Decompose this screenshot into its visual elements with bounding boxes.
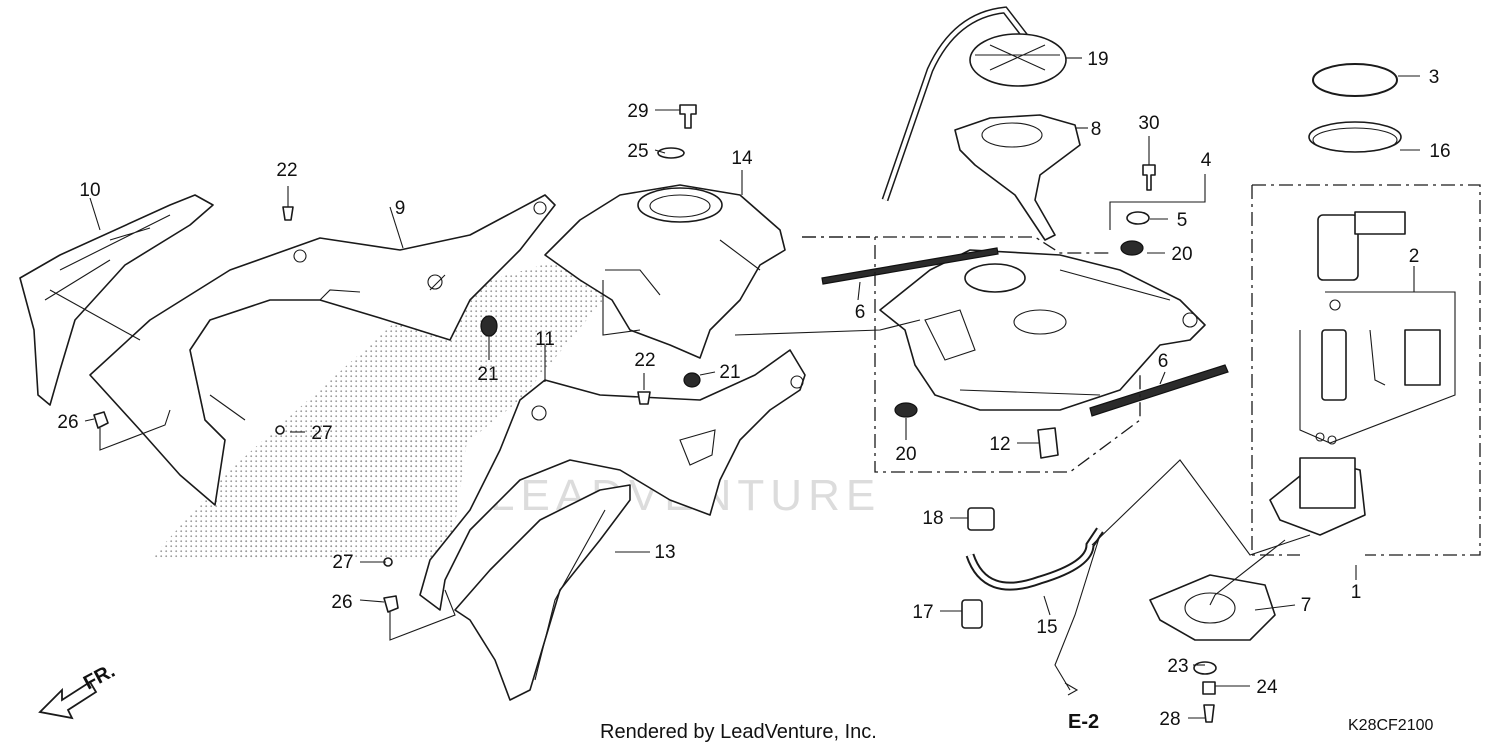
callout-18: 18 [922, 508, 943, 529]
callout-16: 16 [1429, 141, 1450, 162]
callout-26b: 26 [331, 592, 352, 613]
callout-21a: 21 [477, 364, 498, 385]
callout-27b: 27 [332, 552, 353, 573]
callout-30: 30 [1138, 113, 1159, 134]
part-9-side-shroud [89, 194, 556, 506]
callout-25: 25 [627, 141, 648, 162]
part-30-bolt [1142, 164, 1156, 191]
callout-22b: 22 [634, 350, 655, 371]
callout-10: 10 [79, 180, 100, 201]
callout-3: 3 [1429, 67, 1440, 88]
front-direction-arrow: FR. [38, 660, 119, 720]
callout-4: 4 [1201, 150, 1212, 171]
callout-7: 7 [1301, 595, 1312, 616]
callout-26a: 26 [57, 412, 78, 433]
callout-17: 17 [912, 602, 933, 623]
part-6-rubber-strips [821, 247, 1229, 417]
part-12-tape [1037, 427, 1059, 459]
callout-6b: 6 [1158, 351, 1169, 372]
callout-1: 1 [1351, 582, 1362, 603]
callout-20b: 20 [895, 444, 916, 465]
part-19-fuel-cap [881, 6, 1067, 202]
footer-credit: Rendered by LeadVenture, Inc. [600, 721, 877, 743]
part-11-front-shroud [419, 349, 806, 611]
part-16-packing [1308, 121, 1402, 153]
callout-8: 8 [1091, 119, 1102, 140]
diagram-code: K28CF2100 [1348, 717, 1433, 734]
part-18-clip [967, 507, 995, 531]
hardware-fasteners [93, 104, 1217, 723]
reference-label: E-2 [1068, 711, 1099, 733]
callout-28: 28 [1159, 709, 1180, 730]
callout-15: 15 [1036, 617, 1057, 638]
part-3-ring [1312, 63, 1398, 97]
arrow-icon [38, 680, 98, 720]
part-20-grommets [894, 240, 1144, 418]
callout-2: 2 [1409, 246, 1420, 267]
callout-11: 11 [535, 329, 555, 350]
callout-19: 19 [1087, 49, 1108, 70]
callout-12: 12 [989, 434, 1010, 455]
callout-24: 24 [1256, 677, 1278, 698]
callout-labels: 1 2 3 4 5 6 6 7 8 9 10 11 12 13 14 15 16… [57, 49, 1450, 730]
callout-29: 29 [627, 101, 648, 122]
background-stipple [150, 260, 620, 560]
callout-6a: 6 [855, 302, 866, 323]
callout-22a: 22 [276, 160, 297, 181]
part-1-fuel-pump-box [1251, 184, 1481, 556]
callout-21b: 21 [719, 362, 740, 383]
part-7-setting-plate [1149, 574, 1276, 641]
callout-23: 23 [1167, 656, 1188, 677]
part-8-filler-holder [954, 114, 1081, 241]
part-4-fuel-tank [879, 249, 1206, 411]
part-14-tank-cover [544, 184, 786, 359]
part-13-lower-panel [454, 484, 631, 701]
part-17-clip [961, 599, 983, 629]
callout-5: 5 [1177, 210, 1188, 231]
leader-lines [49, 57, 1420, 719]
callout-27a: 27 [311, 423, 332, 444]
part-10-side-cover [19, 194, 214, 406]
tank-group-border-top [802, 236, 1110, 254]
callout-14: 14 [731, 148, 753, 169]
part-2-filter-set [1299, 291, 1456, 445]
callout-13: 13 [654, 542, 675, 563]
callout-20a: 20 [1171, 244, 1192, 265]
part-15-hose [965, 527, 1104, 591]
callout-9: 9 [395, 198, 406, 219]
part-5-collar [1126, 211, 1150, 225]
